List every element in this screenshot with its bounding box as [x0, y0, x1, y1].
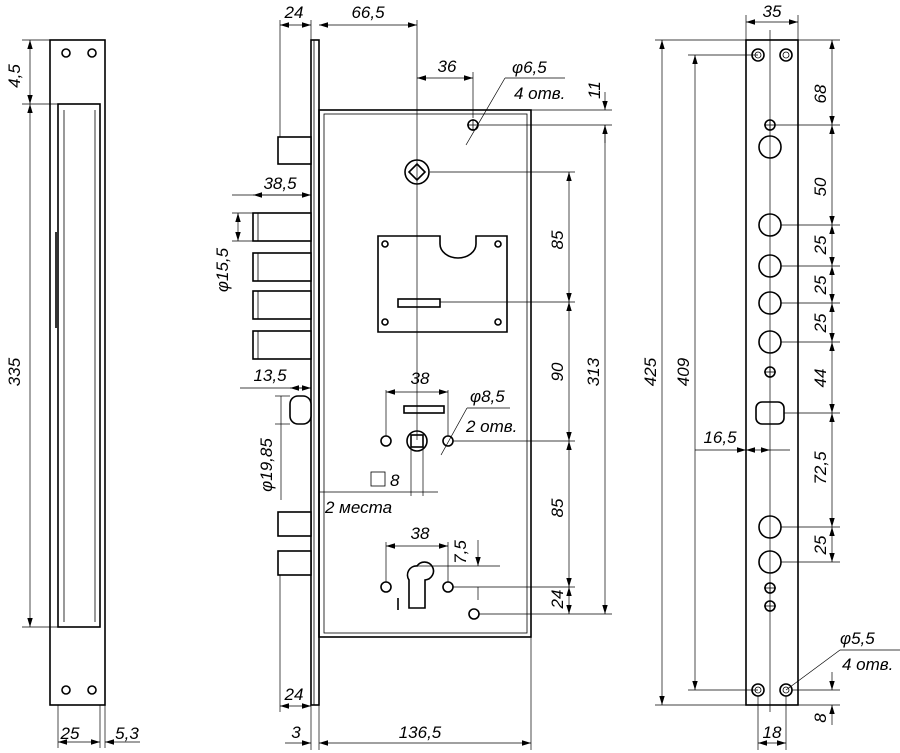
- strike-plate-view: 35 68 50 25 25 25 44 72,5 25 425: [641, 2, 900, 750]
- dim-front-66-5: 66,5: [351, 3, 385, 22]
- dim-strike-8: 8: [811, 713, 830, 723]
- dim-left-bottom-1: 25: [60, 724, 80, 743]
- dim-left-top: 4,5: [5, 64, 24, 88]
- dim-front-136-5: 136,5: [399, 723, 442, 742]
- strike-hole-count: 4 отв.: [842, 655, 893, 674]
- faceplate-outline: [49, 39, 106, 706]
- dim-front-3: 3: [291, 723, 301, 742]
- lower-bolt: [277, 511, 312, 537]
- lock-body: [318, 109, 532, 638]
- dim-front-38-5: 38,5: [263, 174, 297, 193]
- dim-front-85-bottom: 85: [548, 498, 567, 517]
- square-size: 8: [390, 471, 400, 490]
- cover-plate: [377, 235, 508, 333]
- dim-front-phi-19-85: φ19,85: [257, 438, 276, 492]
- left-side-view: 4,5 335 25 5,3: [5, 39, 140, 748]
- places-label: 2 места: [324, 498, 392, 517]
- dim-strike-50: 50: [811, 177, 830, 196]
- bolt-group: [252, 136, 312, 576]
- hole-mid-diameter: φ8,5: [470, 387, 505, 406]
- mount-hole-icon: [467, 119, 479, 131]
- lever: [403, 405, 445, 414]
- dim-front-24-right: 24: [548, 590, 567, 610]
- dim-strike-25-b: 25: [811, 275, 830, 295]
- dim-strike-409: 409: [674, 357, 693, 386]
- square-symbol-icon: [370, 471, 386, 487]
- dim-left-bottom-2: 5,3: [115, 724, 139, 743]
- latch-tongue: [289, 395, 312, 425]
- plate-screw-icon: [381, 240, 502, 326]
- front-view: 24 66,5 36 φ6,5 4 отв. 11 38,5 φ15,5 13,…: [213, 3, 612, 750]
- strike-plate: [745, 39, 799, 706]
- dim-front-24-bottom: 24: [284, 685, 304, 704]
- hole-mid-count: 2 отв.: [465, 417, 517, 436]
- dim-front-90: 90: [548, 362, 567, 381]
- dim-left-height: 335: [5, 357, 24, 386]
- lock-body-profile: [57, 103, 101, 628]
- lower-bolt: [277, 550, 312, 576]
- deadbolt: [252, 330, 312, 360]
- dim-front-38-mid: 38: [411, 369, 430, 388]
- dim-strike-18: 18: [763, 723, 782, 742]
- dim-front-7-5: 7,5: [451, 540, 470, 564]
- dim-strike-25-d: 25: [811, 535, 830, 555]
- dim-front-313: 313: [584, 357, 603, 386]
- plate-slot: [397, 298, 441, 308]
- dim-strike-425: 425: [641, 357, 660, 386]
- screw-hole-icon: [61, 48, 97, 695]
- dim-front-38-bottom: 38: [411, 524, 430, 543]
- deadbolt: [252, 212, 312, 242]
- deadbolt: [252, 252, 312, 282]
- dim-front-13-5: 13,5: [253, 366, 287, 385]
- dim-strike-25-c: 25: [811, 313, 830, 333]
- strike-hole-diameter: φ5,5: [840, 629, 875, 648]
- latch-bolt: [277, 136, 312, 165]
- cylinder-hole-icon: [380, 561, 480, 620]
- dim-strike-44: 44: [811, 369, 830, 388]
- dim-front-24-top: 24: [284, 3, 304, 22]
- front-faceplate: [310, 39, 320, 706]
- dim-strike-72-5: 72,5: [811, 451, 830, 485]
- dim-strike-68: 68: [811, 84, 830, 103]
- strike-screw-hole-icon: [751, 48, 793, 697]
- deadbolt: [252, 290, 312, 320]
- hole-top-count: 4 отв.: [514, 84, 565, 103]
- dim-strike-35: 35: [763, 2, 782, 21]
- dim-front-11: 11: [585, 81, 604, 99]
- hole-top-diameter: φ6,5: [512, 58, 547, 77]
- dim-front-36: 36: [438, 57, 457, 76]
- dim-front-phi-15-5: φ15,5: [213, 247, 232, 292]
- dim-strike-16-5: 16,5: [703, 428, 737, 447]
- dim-front-85-top: 85: [548, 230, 567, 249]
- dim-strike-25-a: 25: [811, 235, 830, 255]
